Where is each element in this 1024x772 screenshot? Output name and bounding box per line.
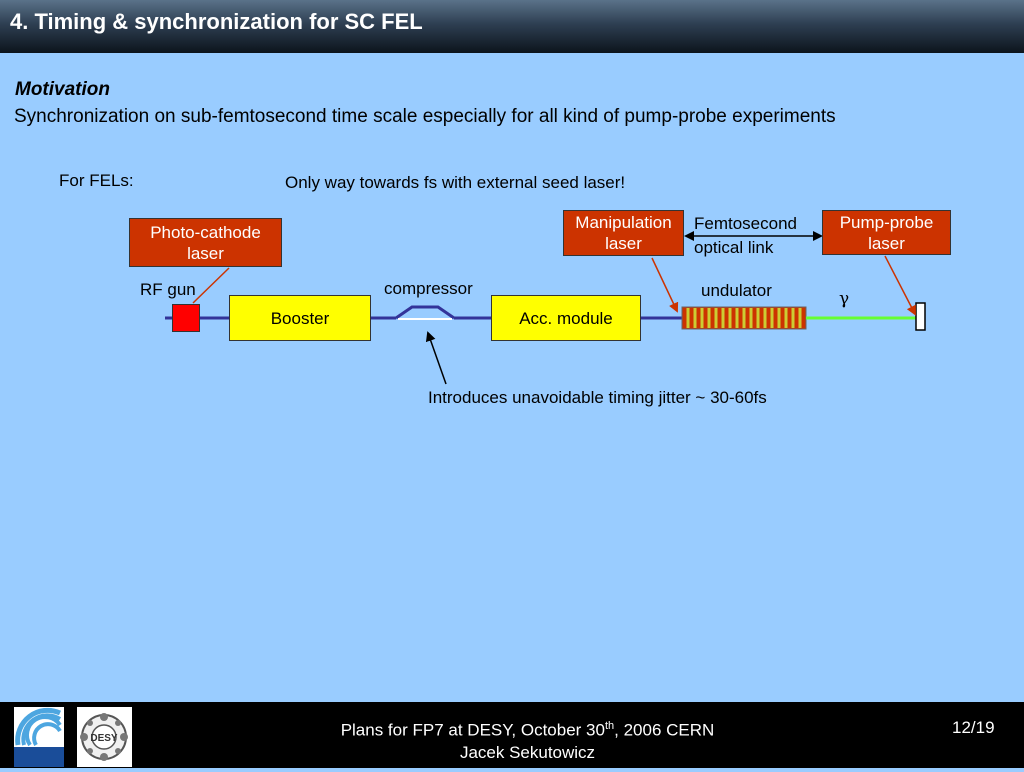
- footer-author: Jacek Sekutowicz: [459, 743, 596, 762]
- slide-title: 4. Timing & synchronization for SC FEL: [10, 9, 423, 34]
- photocathode-laser-line2: laser: [187, 243, 224, 263]
- helmholtz-arc-icon: [14, 707, 64, 767]
- manipulation-laser-line2: laser: [605, 234, 642, 253]
- seed-laser-note: Only way towards fs with external seed l…: [285, 173, 626, 192]
- page-number: 12/19: [952, 718, 995, 737]
- pump-probe-laser-line2: laser: [868, 233, 905, 253]
- footer: DESY: [0, 702, 1024, 768]
- desy-logo: DESY: [77, 707, 132, 767]
- footer-line1: Plans for FP7 at DESY, October 30th, 200…: [300, 720, 755, 741]
- jitter-note: Introduces unavoidable timing jitter ~ 3…: [428, 388, 767, 407]
- undulator-label: undulator: [701, 281, 772, 300]
- for-fels-label: For FELs:: [59, 171, 134, 190]
- undulator-stripes: [686, 308, 802, 328]
- footer-line1-prefix: Plans for FP7 at DESY, October 30: [340, 720, 605, 740]
- booster-box: Booster: [229, 295, 371, 341]
- gamma-label: γ: [839, 289, 850, 309]
- compressor-label: compressor: [384, 279, 473, 298]
- manipulation-laser-line1: Manipulation: [575, 213, 672, 232]
- jitter-arrow: [425, 331, 447, 385]
- manipulation-laser-box: Manipulation laser: [563, 210, 684, 256]
- experiment-target: [915, 302, 926, 331]
- rf-gun: [172, 304, 200, 332]
- photocathode-laser-line1: Photo-cathode: [150, 222, 261, 242]
- pump-probe-laser-line1: Pump-probe: [839, 212, 934, 232]
- title-bar: 4. Timing & synchronization for SC FEL: [0, 0, 1024, 53]
- rf-gun-label: RF gun: [140, 280, 196, 299]
- svg-text:DESY: DESY: [90, 733, 118, 744]
- pump-probe-arrow: [884, 255, 916, 316]
- motivation-heading: Motivation: [15, 79, 110, 100]
- optical-link-line2: optical link: [694, 238, 774, 257]
- desy-emblem-icon: DESY: [80, 713, 128, 761]
- acc-module-box: Acc. module: [491, 295, 641, 341]
- optical-link-line1: Femtosecond: [694, 214, 797, 233]
- photocathode-arrow: [192, 267, 230, 304]
- footer-line1-sup: th: [604, 720, 615, 732]
- pump-probe-laser-box: Pump-probe laser: [822, 210, 951, 255]
- compressor-chicane: [395, 305, 455, 320]
- motivation-text: Synchronization on sub-femtosecond time …: [14, 106, 836, 127]
- photocathode-laser-box: Photo-cathode laser: [129, 218, 282, 267]
- footer-line1-suffix: , 2006 CERN: [614, 720, 715, 740]
- helmholtz-logo: [14, 707, 64, 767]
- manipulation-laser-arrow: [651, 257, 679, 313]
